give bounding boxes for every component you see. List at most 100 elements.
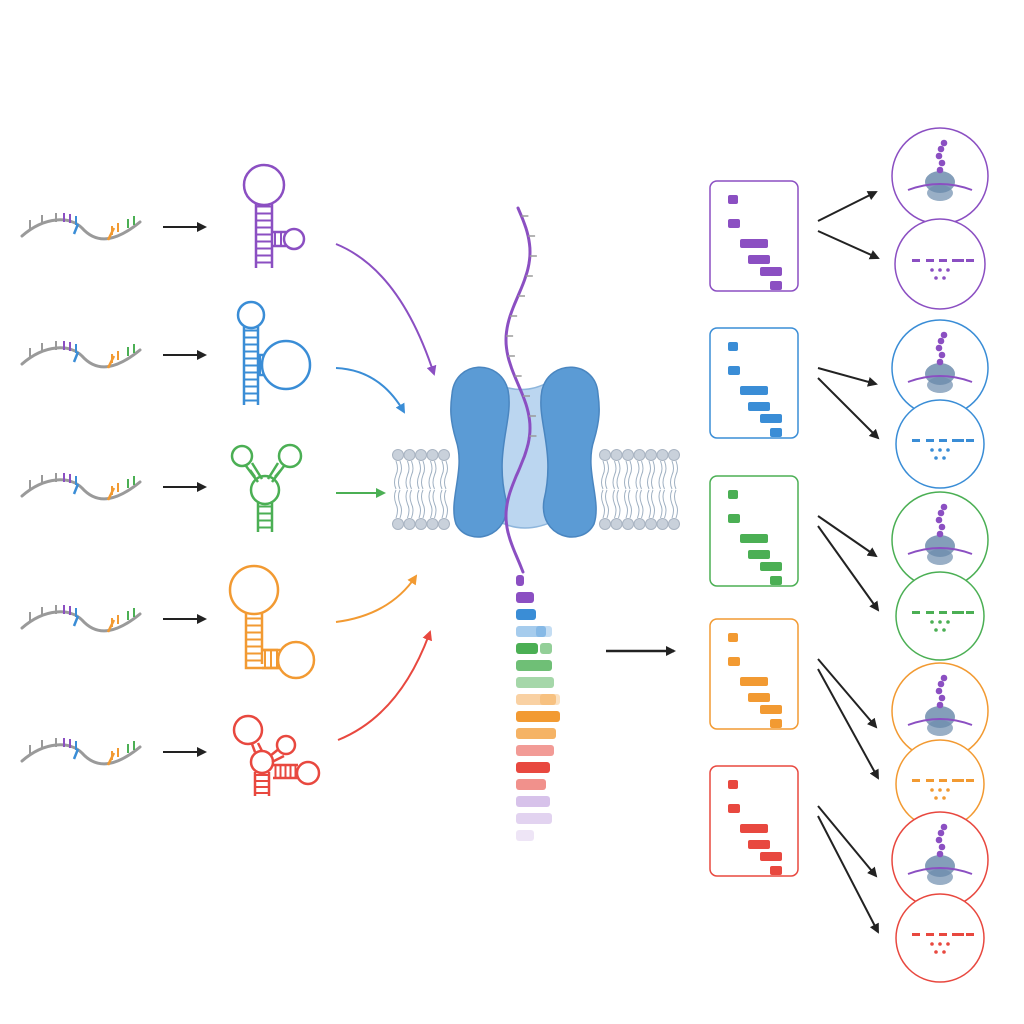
folded-structure-column — [228, 163, 321, 796]
signal-block — [516, 677, 554, 688]
fragment-pattern-icon — [895, 739, 985, 829]
signal-bar — [770, 719, 782, 728]
fragment-dash — [952, 259, 964, 262]
signal-block — [516, 609, 536, 620]
loop — [230, 444, 254, 468]
fragment-dot — [930, 268, 934, 272]
peptide-bead — [938, 694, 946, 702]
fragment-dot — [934, 276, 938, 280]
signal-trace-icon — [709, 327, 799, 439]
signal-bar — [728, 804, 740, 813]
peptide-bead — [940, 674, 948, 682]
loop — [275, 734, 297, 756]
signal-block — [516, 830, 534, 841]
lipid-tail — [612, 460, 617, 490]
lipid-tail — [432, 489, 437, 519]
peptide-bead — [938, 159, 946, 167]
mrna-strand — [907, 867, 973, 875]
hairpin-structure-icon — [236, 300, 312, 405]
fragment-dash — [926, 259, 934, 262]
signal-block — [516, 762, 550, 773]
fragment-dash — [966, 259, 974, 262]
fragment-dot — [942, 276, 946, 280]
ribosome-icon — [891, 127, 989, 225]
lipid-membrane — [392, 449, 680, 530]
base-mark — [72, 223, 80, 235]
output-column — [606, 127, 989, 983]
rna-backbone — [20, 346, 142, 369]
fragment-dash — [952, 779, 964, 782]
peptide-bead — [937, 337, 945, 345]
output-arrow — [817, 515, 878, 558]
loop — [232, 714, 264, 746]
lipid-tail — [398, 460, 402, 490]
lipid-tail — [398, 489, 402, 519]
output-arrow — [817, 815, 879, 934]
base-mark — [106, 752, 116, 766]
lipid-tail — [444, 489, 448, 519]
base-mark — [72, 483, 80, 495]
loop — [228, 564, 280, 616]
fragment-dash — [912, 779, 920, 782]
signal-block — [516, 643, 538, 654]
lipid-tail — [635, 489, 640, 519]
rna-strand-icon — [20, 738, 142, 766]
peptide-bead — [936, 358, 944, 366]
signal-bar — [728, 342, 738, 351]
loop — [295, 760, 321, 786]
signal-bar — [728, 219, 740, 228]
fragment-dash — [939, 611, 947, 614]
base-mark — [106, 227, 116, 241]
lipid-tail — [409, 460, 414, 490]
lipid-tail — [628, 489, 632, 519]
fragment-circle — [894, 218, 986, 310]
signal-block — [516, 694, 556, 705]
lipid-tail — [624, 460, 628, 490]
hairpin-structure-icon — [232, 714, 321, 796]
output-arrow — [817, 230, 880, 260]
fragment-pattern-icon — [895, 893, 985, 983]
ribosome-small-subunit — [927, 377, 953, 393]
fragment-dot — [938, 620, 942, 624]
fragment-dash — [939, 259, 947, 262]
hairpin-structure-icon — [242, 163, 306, 268]
lipid-head — [415, 449, 427, 461]
signal-bar — [740, 824, 768, 833]
fragment-dot — [938, 942, 942, 946]
curved-arrow — [335, 367, 405, 414]
lipid-head — [645, 518, 657, 530]
fragment-circle — [895, 571, 985, 661]
signal-block — [516, 660, 552, 671]
fragment-dash — [966, 779, 974, 782]
lipid-tail — [405, 489, 410, 519]
lipid-tail — [605, 460, 609, 490]
branch-stem — [266, 462, 285, 483]
signal-bar — [770, 576, 782, 585]
lipid-head — [656, 518, 669, 530]
fragment-dash — [926, 611, 934, 614]
rna-strand-icon — [20, 605, 142, 633]
peptide-bead — [937, 829, 945, 837]
signal-bar — [740, 534, 768, 543]
input-rna-column — [20, 213, 207, 766]
fragment-dot — [938, 268, 942, 272]
rna-strand-icon — [20, 473, 142, 501]
structure-to-pore-arrows — [335, 243, 437, 741]
hairpin-structure-icon — [228, 564, 316, 680]
signal-bar — [760, 705, 782, 714]
lipid-tail — [394, 489, 398, 519]
mrna-strand — [907, 375, 973, 383]
signal-bar — [748, 693, 770, 702]
branch-stem — [245, 462, 264, 483]
fragment-dash — [912, 933, 920, 936]
signal-box — [709, 475, 799, 587]
fragment-dash — [939, 779, 947, 782]
loop — [242, 163, 286, 207]
fragment-dash — [952, 439, 964, 442]
lipid-tail — [428, 460, 433, 490]
fragment-dot — [930, 788, 934, 792]
mrna-strand — [907, 547, 973, 555]
loop — [277, 443, 303, 469]
lipid-tail — [647, 489, 651, 519]
signal-bar — [770, 866, 782, 875]
